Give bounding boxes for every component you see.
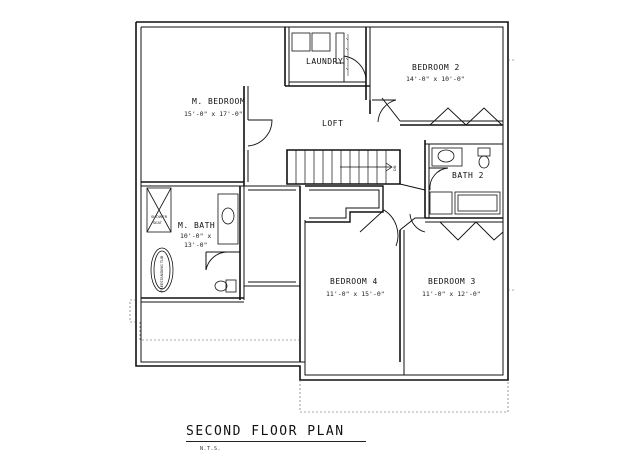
room-label-bath2: BATH 2	[452, 171, 484, 180]
label-shower: SHOWER	[151, 215, 168, 219]
door-closet-bed3	[439, 221, 504, 241]
door-bedroom2	[372, 99, 397, 123]
door-bedroom4	[359, 209, 399, 247]
door-loft-mbedroom	[247, 119, 273, 147]
bath2-toilet	[477, 147, 491, 157]
room-label-master-bedroom: M. BEDROOM	[192, 97, 245, 106]
title-underline	[186, 441, 366, 442]
room-label-master-bath: M. BATH	[178, 221, 215, 230]
dryer	[311, 32, 331, 52]
bath2-sink	[437, 149, 455, 163]
label-seat: SEAT	[153, 221, 163, 225]
scale-note: N.T.S.	[200, 446, 222, 452]
room-label-loft: LOFT	[322, 119, 343, 128]
wall-bedroom4-top	[305, 185, 384, 223]
room-label-bedroom4: BEDROOM 4	[330, 277, 378, 286]
freestanding-tub	[150, 247, 174, 293]
washer	[291, 32, 311, 52]
room-dims-master-bedroom: 15'-0" x 17'-0"	[184, 110, 243, 118]
room-label-bedroom3: BEDROOM 3	[428, 277, 476, 286]
exterior-wall-outer	[135, 21, 509, 381]
drawing-title: SECOND FLOOR PLAN	[186, 424, 345, 439]
label-freestanding-tub: FREESTANDING TUB	[160, 255, 164, 292]
shower	[146, 187, 172, 233]
door-mbath	[205, 251, 229, 271]
label-stair-dn: DN	[393, 165, 397, 171]
room-label-bedroom2: BEDROOM 2	[412, 63, 460, 72]
room-dims-bedroom3: 11'-0" x 12'-0"	[422, 290, 481, 298]
door-bath2	[429, 167, 449, 191]
room-label-laundry: LAUNDRY	[306, 57, 343, 66]
room-dims-master-bath-1: 10'-0" x	[180, 232, 211, 240]
door-bedroom3	[409, 213, 426, 233]
room-dims-bedroom2: 14'-0" x 10'-0"	[406, 75, 465, 83]
exterior-wall-inner	[140, 26, 504, 376]
room-dims-bedroom4: 11'-0" x 15'-0"	[326, 290, 385, 298]
mbath-sink	[221, 207, 235, 225]
door-closet-bed2	[429, 107, 503, 126]
bath2-tub	[454, 191, 501, 215]
mbath-toilet	[225, 279, 237, 293]
room-dims-master-bath-2: 13'-0"	[184, 241, 207, 249]
